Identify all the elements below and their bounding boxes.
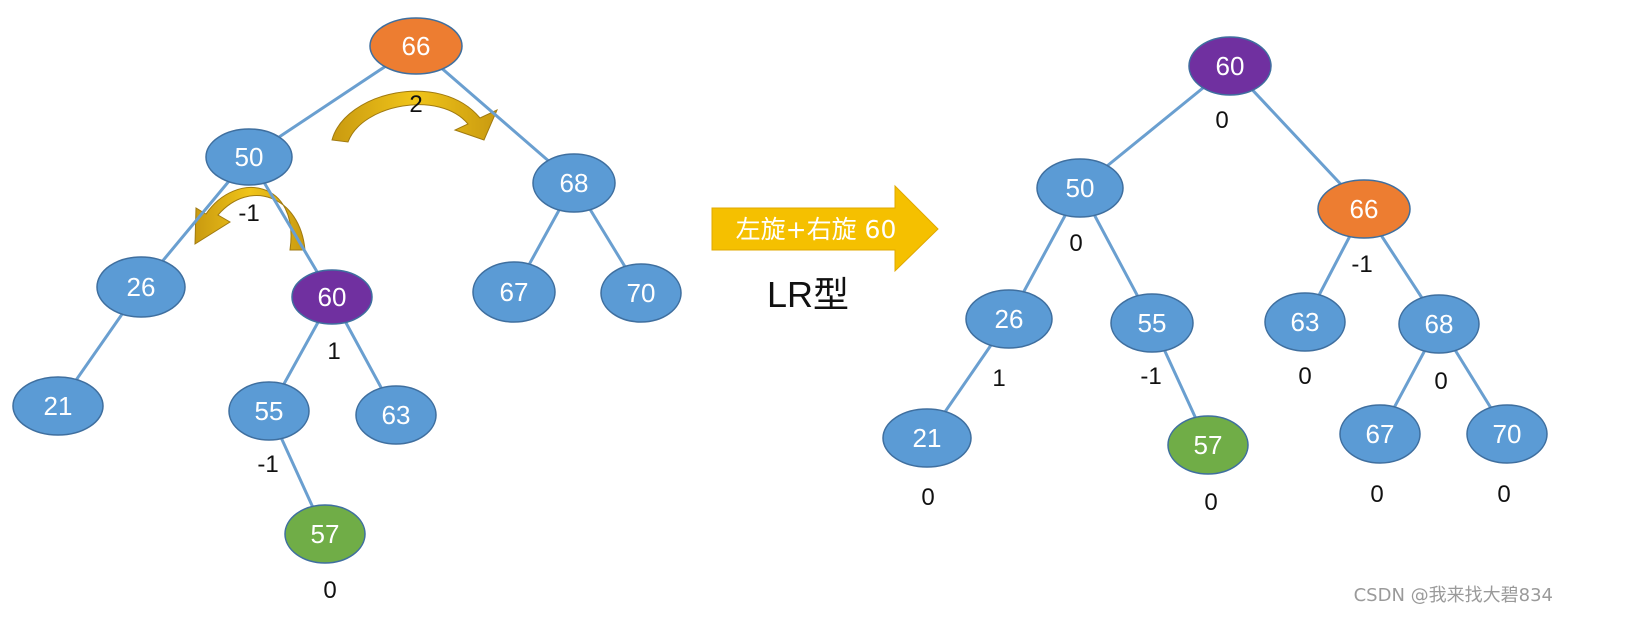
tree-node-70: 70: [600, 263, 682, 323]
tree-node-21: 21 0: [882, 408, 972, 511]
tree-node-66: 66 2: [369, 17, 463, 118]
node-ellipse: [228, 381, 310, 441]
node-ellipse: [472, 261, 556, 323]
node-value: 55: [255, 396, 284, 426]
tree-node-26: 26 1: [965, 289, 1053, 392]
balance-factor: -1: [238, 200, 259, 227]
tree-node-67: 67 0: [1339, 404, 1421, 508]
node-ellipse: [369, 17, 463, 75]
balance-factor: -1: [1351, 251, 1372, 278]
node-ellipse: [1264, 292, 1346, 352]
node-ellipse: [12, 376, 104, 436]
balance-factor: 0: [1298, 363, 1311, 390]
tree-node-50: 50 0: [1036, 158, 1124, 257]
node-value: 67: [1366, 419, 1395, 449]
balance-factor: 0: [323, 577, 336, 604]
balance-factor: -1: [1140, 363, 1161, 390]
rotate-right-arrow-icon: [331, 90, 498, 143]
tree-node-63: 63: [355, 385, 437, 445]
node-value: 50: [235, 142, 264, 172]
node-ellipse: [600, 263, 682, 323]
node-ellipse: [1466, 404, 1548, 464]
tree-node-63: 63 0: [1264, 292, 1346, 390]
tree-node-60: 60 1: [291, 269, 373, 365]
tree-node-57: 57 0: [284, 504, 366, 604]
node-value: 68: [560, 168, 589, 198]
node-ellipse: [1398, 294, 1480, 354]
node-value: 21: [44, 391, 73, 421]
tree-node-26: 26: [96, 256, 186, 318]
watermark: CSDN @我来找大碧834: [1354, 585, 1553, 606]
node-ellipse: [96, 256, 186, 318]
balance-factor: 0: [921, 484, 934, 511]
balance-factor: 0: [1497, 481, 1510, 508]
tree-node-50: 50 -1: [205, 128, 293, 227]
node-ellipse: [291, 269, 373, 325]
node-ellipse: [1110, 293, 1194, 353]
node-ellipse: [1317, 179, 1411, 239]
node-ellipse: [532, 153, 616, 213]
rotate-left-arrow-icon: [194, 187, 306, 251]
node-value: 55: [1138, 308, 1167, 338]
tree-node-57: 57 0: [1167, 415, 1249, 516]
tree-node-55: 55 -1: [228, 381, 310, 478]
node-ellipse: [355, 385, 437, 445]
node-value: 66: [402, 31, 431, 61]
node-ellipse: [965, 289, 1053, 349]
node-value: 26: [995, 304, 1024, 334]
balance-factor: 0: [1069, 230, 1082, 257]
node-value: 57: [311, 519, 340, 549]
tree-node-68: 68 0: [1398, 294, 1480, 395]
node-ellipse: [1188, 36, 1272, 96]
balance-factor: -1: [257, 451, 278, 478]
balance-factor: 1: [327, 338, 340, 365]
node-value: 63: [1291, 307, 1320, 337]
node-value: 70: [1493, 419, 1522, 449]
tree-node-70: 70 0: [1466, 404, 1548, 508]
balance-factor: 0: [1434, 368, 1447, 395]
tree-node-60: 60 0: [1188, 36, 1272, 134]
transform-arrow: 左旋+右旋 60: [711, 184, 939, 273]
arrow-right-icon: [711, 184, 939, 273]
node-value: 68: [1425, 309, 1454, 339]
node-value: 21: [913, 423, 942, 453]
tree-node-66: 66 -1: [1317, 179, 1411, 278]
node-value: 70: [627, 278, 656, 308]
node-value: 60: [318, 282, 347, 312]
tree-node-55: 55 -1: [1110, 293, 1194, 390]
after-tree: 60 0 50 0 66 -1 26 1 55 -1 63 0 68 0 21 0 57 0 67 0 70 0: [882, 36, 1548, 516]
tree-node-67: 67: [472, 261, 556, 323]
node-value: 57: [1194, 430, 1223, 460]
node-value: 63: [382, 400, 411, 430]
node-value: 26: [127, 272, 156, 302]
balance-factor: 2: [409, 91, 422, 118]
node-ellipse: [205, 128, 293, 186]
node-value: 66: [1350, 194, 1379, 224]
node-ellipse: [1339, 404, 1421, 464]
rotation-type-label: LR型: [767, 274, 849, 315]
node-ellipse: [882, 408, 972, 468]
balance-factor: 0: [1204, 489, 1217, 516]
node-ellipse: [284, 504, 366, 564]
before-tree: 66 2 50 -1 68 26 60 1 67 70 21 55 -1 63 57 0: [12, 17, 682, 604]
tree-node-68: 68: [532, 153, 616, 213]
balance-factor: 1: [992, 365, 1005, 392]
node-ellipse: [1167, 415, 1249, 475]
node-value: 50: [1066, 173, 1095, 203]
tree-node-21: 21: [12, 376, 104, 436]
arrow-label: 左旋+右旋 60: [736, 215, 897, 244]
node-ellipse: [1036, 158, 1124, 218]
node-value: 67: [500, 277, 529, 307]
node-value: 60: [1216, 51, 1245, 81]
balance-factor: 0: [1215, 107, 1228, 134]
balance-factor: 0: [1370, 481, 1383, 508]
